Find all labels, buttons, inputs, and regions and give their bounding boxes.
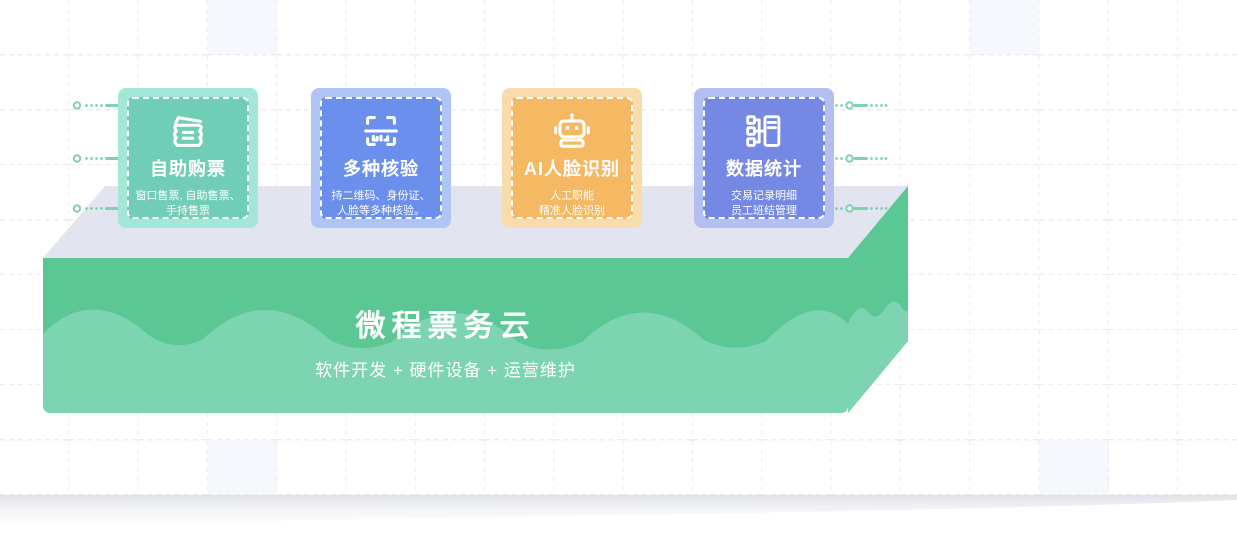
card-description: 持二维码、身份证、 人脸等多种核验。: [332, 189, 431, 219]
card-description-line: 窗口售票, 自助售票、: [135, 190, 241, 202]
connector-ring: [72, 204, 82, 213]
feature-card-self-service-ticketing: 自助购票 窗口售票, 自助售票、 手持售票: [118, 88, 258, 228]
platform-top-face: [43, 186, 908, 258]
card-description: 人工职能 精准人脸识别: [539, 189, 605, 219]
connector-ring: [845, 101, 854, 110]
robot-icon: [549, 108, 595, 154]
card-description-line: 手持售票: [166, 205, 210, 217]
platform-title: 微程票务云: [355, 310, 536, 343]
card-title: 数据统计: [726, 159, 802, 179]
card-description-line: 人工职能: [550, 190, 594, 202]
feature-card-ai-face-recognition: AI人脸识别 人工职能 精准人脸识别: [502, 88, 642, 228]
card-title: 自助购票: [150, 159, 226, 179]
ticket-icon: [165, 108, 211, 154]
card-description: 窗口售票, 自助售票、 手持售票: [135, 189, 240, 219]
connector-ring: [845, 204, 854, 213]
connector-row: [835, 154, 888, 163]
platform-subtitle: 软件开发 + 硬件设备 + 运营维护: [315, 361, 576, 380]
feature-card-data-statistics: 数据统计 交易记录明细 员工班结管理: [694, 88, 834, 228]
platform-cloud: [43, 309, 848, 413]
card-description-line: 精准人脸识别: [539, 205, 605, 217]
connector-row: [835, 204, 888, 213]
connector-row: [835, 101, 888, 110]
card-title: AI人脸识别: [524, 159, 620, 179]
feature-card-multi-verification: 多种核验 持二维码、身份证、 人脸等多种核验。: [311, 88, 451, 228]
section-bottom-shadow: [0, 495, 1237, 534]
card-title: 多种核验: [343, 159, 419, 179]
stats-icon: [741, 108, 787, 154]
card-description-line: 员工班结管理: [731, 205, 797, 217]
connector-ring: [72, 154, 82, 163]
connectors-right: [835, 101, 888, 213]
scan-icon: [358, 108, 404, 154]
connector-ring: [72, 101, 82, 110]
card-description: 交易记录明细 员工班结管理: [731, 189, 797, 219]
card-description-line: 交易记录明细: [731, 190, 797, 202]
card-description-line: 人脸等多种核验。: [337, 205, 425, 217]
card-description-line: 持二维码、身份证、: [331, 190, 431, 202]
connector-ring: [845, 154, 854, 163]
platform: [43, 186, 908, 413]
